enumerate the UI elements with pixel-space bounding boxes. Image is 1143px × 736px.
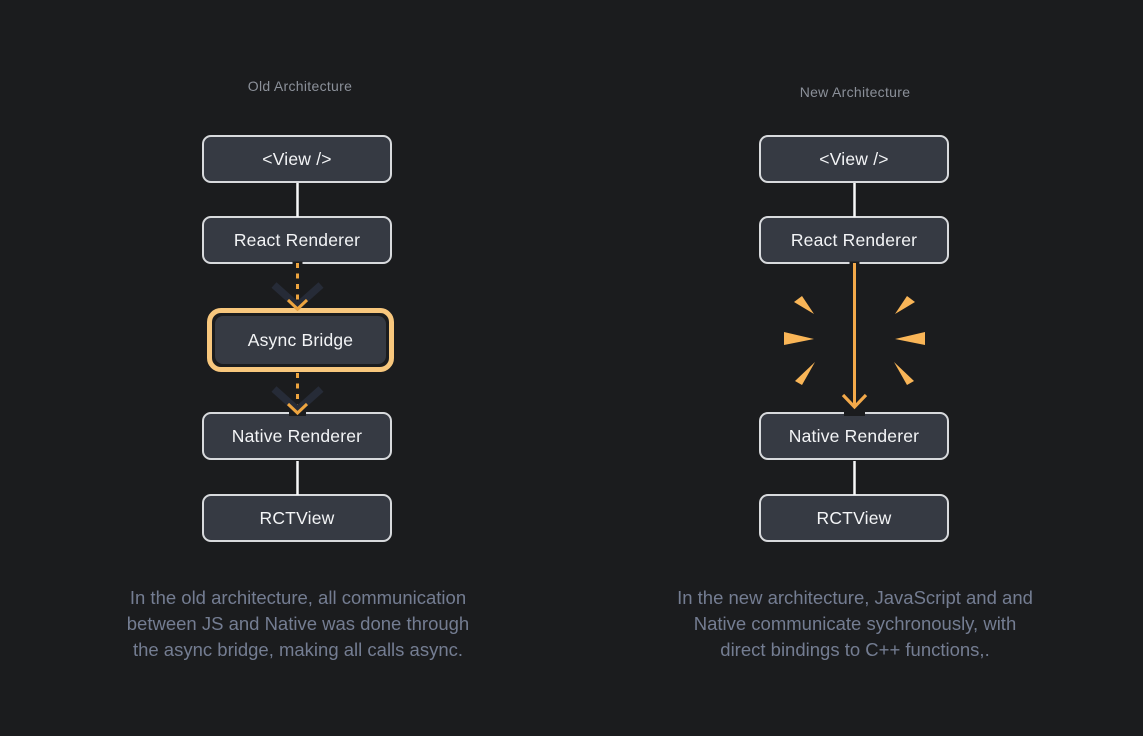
arrowhead-dark-icon [271, 386, 324, 416]
burst-spark-icon [895, 332, 925, 345]
node-async-bridge-highlight-ring: Async Bridge [207, 308, 394, 372]
node-native-renderer-old: Native Renderer [202, 412, 392, 460]
burst-spark-icon [794, 296, 814, 314]
arrowhead-dark-icon [271, 282, 324, 312]
node-label: React Renderer [233, 229, 361, 250]
node-native-renderer-new: Native Renderer [759, 412, 949, 460]
node-rctview-old: RCTView [202, 494, 392, 542]
node-view-old: <View /> [202, 135, 392, 183]
node-react-renderer-new: React Renderer [759, 216, 949, 264]
node-label: React Renderer [790, 229, 918, 250]
burst-spark-icon [784, 332, 814, 345]
node-label: <View /> [819, 148, 889, 169]
node-label: <View /> [262, 148, 332, 169]
burst-spark-icon [795, 362, 815, 385]
node-label: RCTView [259, 507, 335, 528]
node-label: Async Bridge [247, 329, 354, 350]
node-label: Native Renderer [231, 425, 363, 446]
old-architecture-title: Old Architecture [247, 78, 353, 94]
node-rctview-new: RCTView [759, 494, 949, 542]
node-view-new: <View /> [759, 135, 949, 183]
sync-arrowhead-icon [841, 393, 868, 410]
burst-spark-icon [895, 296, 915, 314]
old-architecture-caption: In the old architecture, all communicati… [126, 587, 470, 660]
new-architecture-title: New Architecture [799, 84, 911, 100]
node-async-bridge: Async Bridge [215, 316, 386, 364]
burst-spark-icon [894, 362, 914, 385]
node-label: Native Renderer [788, 425, 920, 446]
node-label: RCTView [816, 507, 892, 528]
new-architecture-caption: In the new architecture, JavaScript and … [677, 587, 1033, 660]
node-react-renderer-old: React Renderer [202, 216, 392, 264]
